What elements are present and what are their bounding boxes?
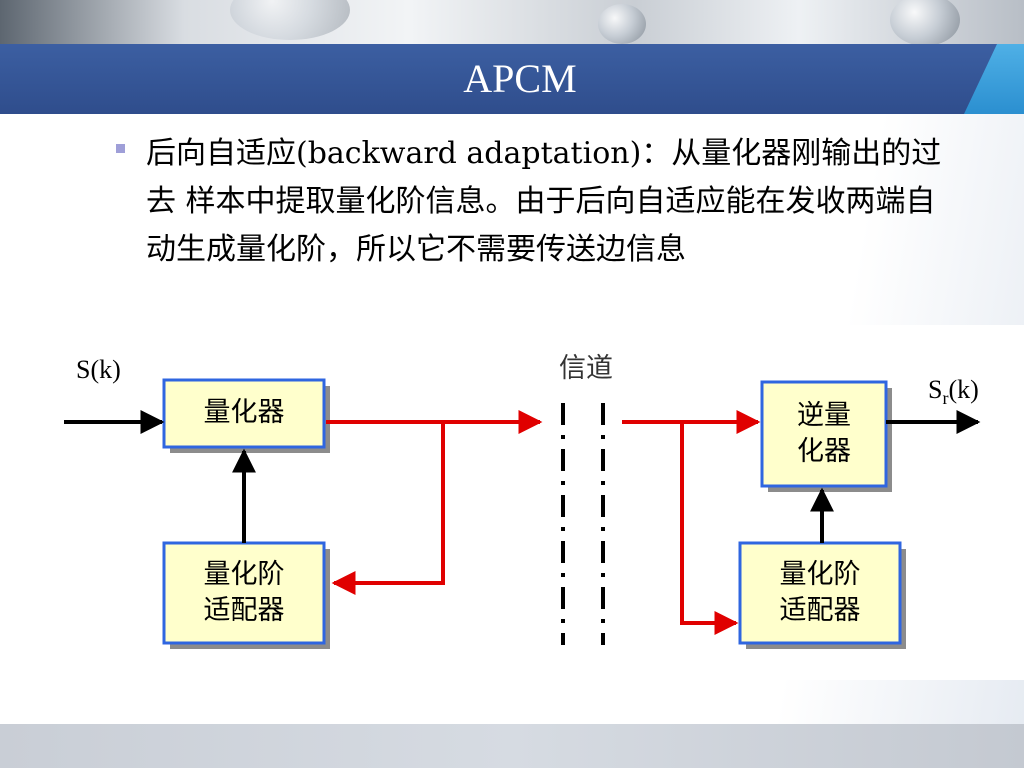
input-signal-label: S(k) — [76, 355, 121, 384]
dequantizer-line1: 逆量 — [797, 400, 851, 431]
rx-adapter-line1: 量化阶 — [779, 559, 861, 590]
footer-band — [0, 724, 1024, 768]
water-drop-decoration — [230, 0, 350, 40]
tx-feedback-arrow — [331, 422, 445, 595]
tx-step-adapter-box — [162, 541, 330, 649]
water-drop-decoration — [890, 0, 960, 46]
water-drop-decoration — [598, 4, 646, 44]
tx-adapter-line2: 适配器 — [203, 595, 285, 626]
output-label-subscript: r — [942, 388, 949, 409]
quantizer-box — [162, 378, 330, 453]
dequantizer-label: 逆量 化器 — [762, 398, 886, 470]
tx-adapter-line1: 量化阶 — [203, 559, 285, 590]
tx-adapter-label: 量化阶 适配器 — [164, 557, 324, 629]
dequantizer-box — [760, 380, 892, 492]
quantizer-label: 量化器 — [203, 397, 285, 428]
block-diagram: S(k) Sr(k) 信道 量化器 量化阶 适配器 逆量 化器 量化阶 适配器 — [40, 325, 1024, 680]
rx-adapter-line2: 适配器 — [779, 595, 861, 626]
bullet-marker — [116, 144, 125, 153]
output-label-main: S — [928, 375, 943, 404]
rx-branch-arrow — [680, 422, 739, 635]
channel-label: 信道 — [559, 353, 613, 384]
output-signal-label: Sr(k) — [928, 375, 979, 409]
header-decoration — [0, 0, 1024, 48]
title-bar — [0, 44, 1024, 114]
dequantizer-line2: 化器 — [797, 436, 851, 467]
diagram-canvas — [64, 378, 981, 649]
rx-adapter-label: 量化阶 适配器 — [740, 557, 900, 629]
page-title: APCM — [463, 56, 577, 101]
bullet-text: 后向自适应(backward adaptation)：从量化器刚输出的过去 样本… — [146, 136, 942, 267]
output-label-tail: (k) — [948, 375, 979, 404]
